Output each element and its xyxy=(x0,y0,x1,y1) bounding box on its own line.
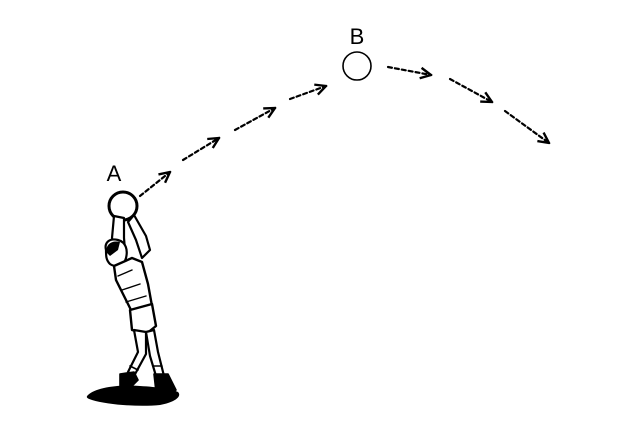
player-arm-right xyxy=(126,213,152,260)
trajectory-arrow-2 xyxy=(181,138,219,162)
player-socks xyxy=(129,365,163,371)
label-a: A xyxy=(107,161,122,186)
player-torso xyxy=(112,256,154,314)
trajectory-arrow-3 xyxy=(233,108,275,132)
trajectory-arrows xyxy=(138,65,549,198)
player-leg-front xyxy=(144,328,166,378)
jersey-trim xyxy=(117,269,147,303)
trajectory-arrow-5 xyxy=(386,65,431,75)
ball-at-b xyxy=(342,51,372,81)
trajectory-arrow-6 xyxy=(448,77,492,102)
label-b: B xyxy=(350,24,365,49)
player-hair xyxy=(106,241,120,256)
trajectory-arrow-4 xyxy=(288,86,326,101)
basketball-player-figure xyxy=(86,190,180,406)
player-shoe-front xyxy=(153,373,177,397)
trajectory-arrow-1 xyxy=(138,172,170,198)
player-shoe-back xyxy=(119,371,139,389)
trajectory-arrow-7 xyxy=(503,109,549,143)
